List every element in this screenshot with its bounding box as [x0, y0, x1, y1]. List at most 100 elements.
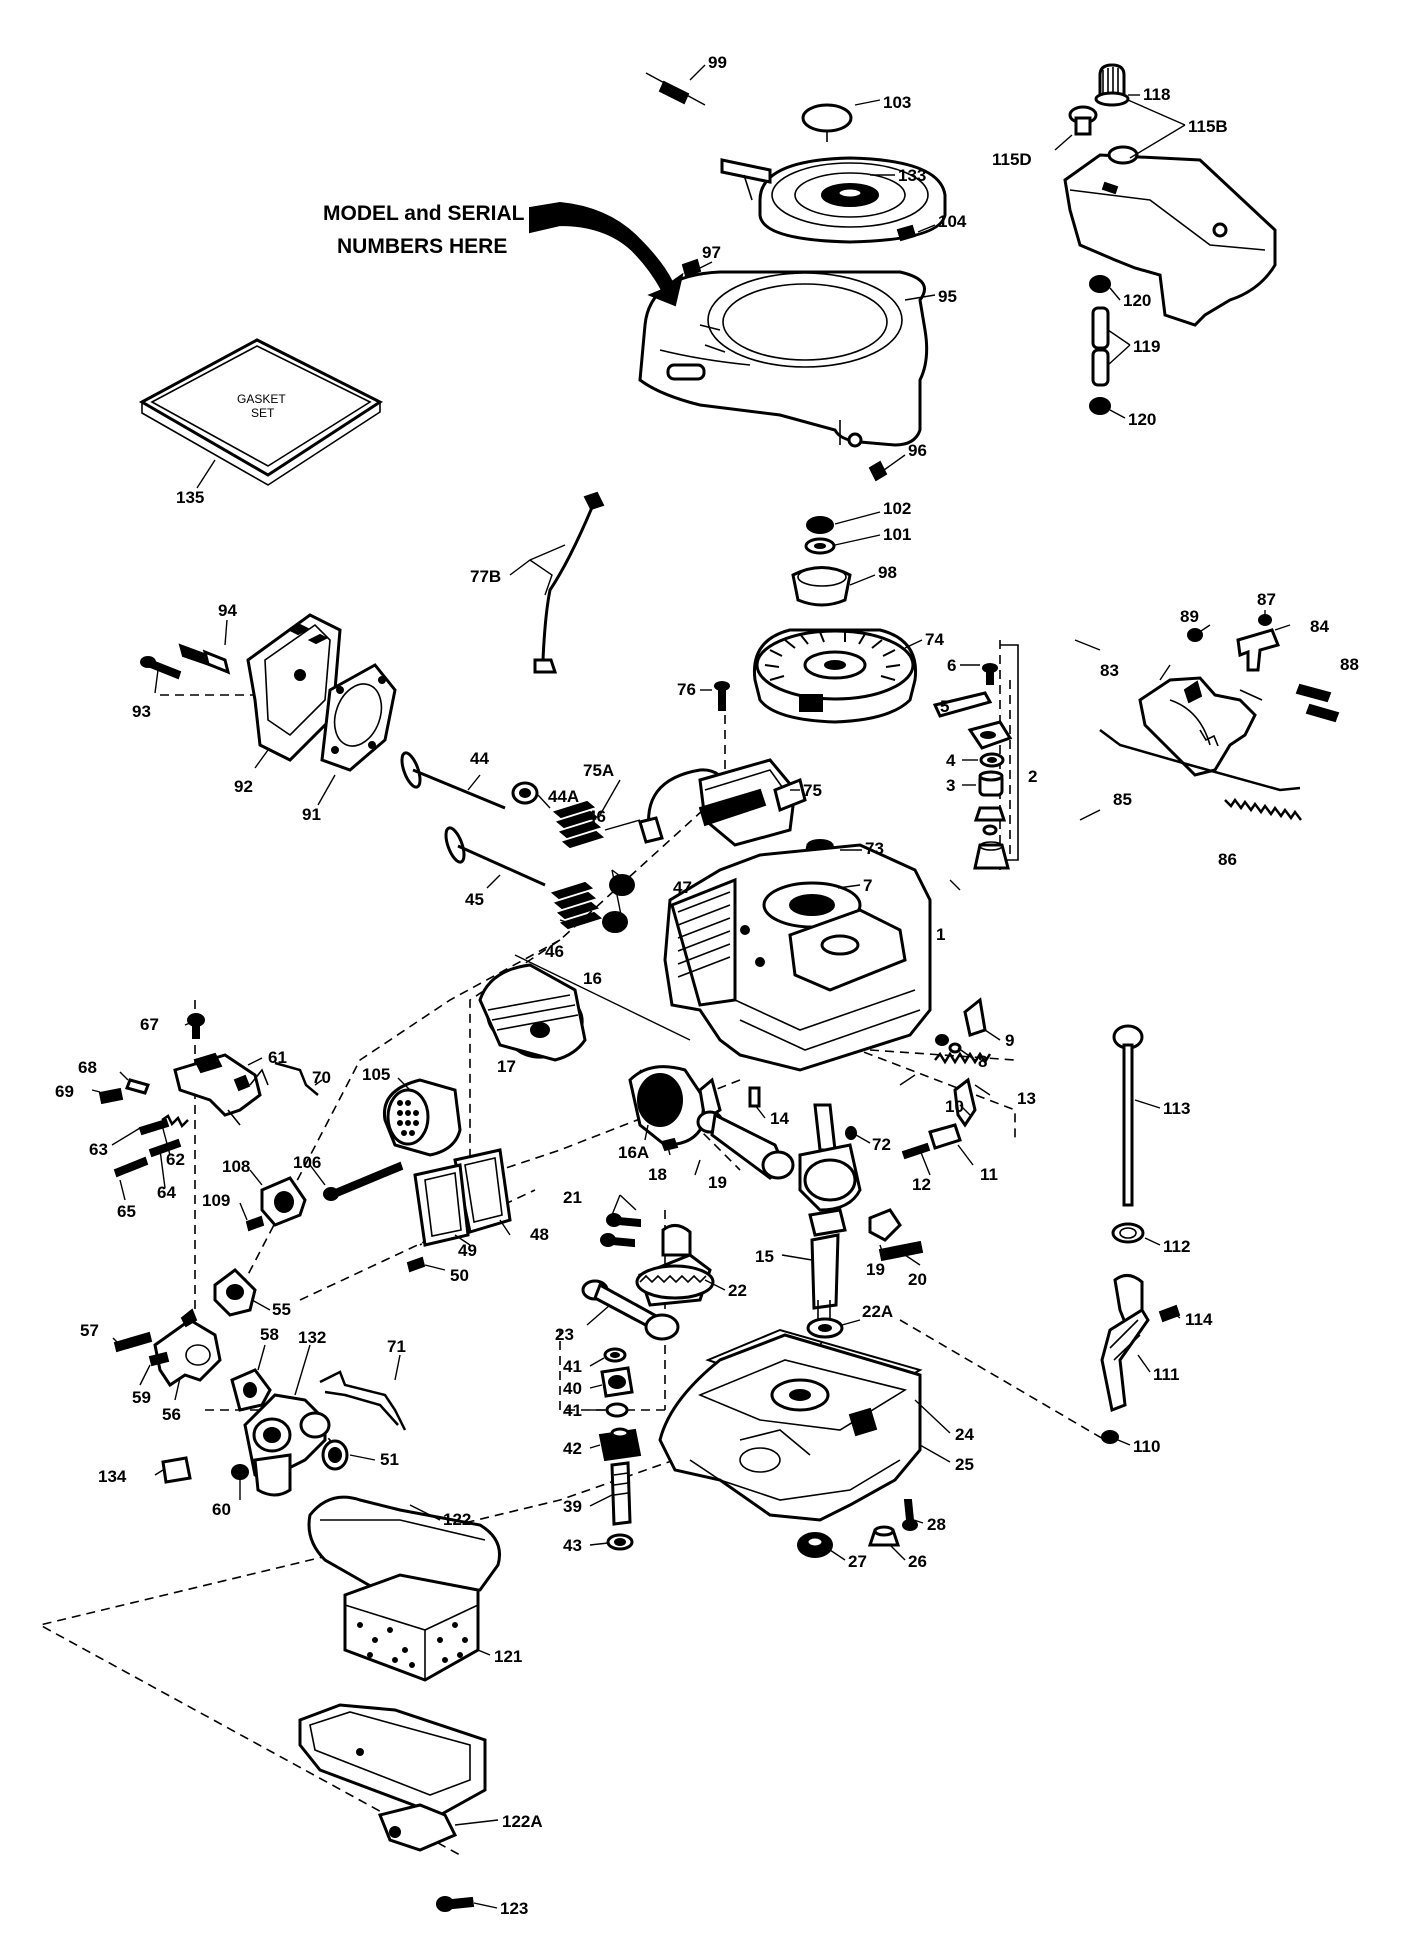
part-99-pin — [645, 72, 706, 106]
part-14-dowel — [748, 1086, 761, 1108]
callout-59: 59 — [132, 1388, 151, 1407]
callout-11: 11 — [980, 1165, 998, 1184]
callout-84: 84 — [1310, 617, 1329, 636]
callout-92: 92 — [234, 777, 253, 796]
part-85-link — [1099, 729, 1301, 792]
part-75-ignition-coil — [698, 758, 807, 847]
part-68-screw — [125, 1078, 150, 1095]
callout-1: 1 — [936, 925, 945, 944]
callout-114: 114 — [1185, 1310, 1213, 1329]
callout-50: 50 — [450, 1266, 469, 1285]
gasket-set-label-line1: GASKET — [237, 392, 286, 406]
part-94-spark-plug — [178, 643, 231, 675]
part-74-flywheel — [752, 628, 918, 724]
part-20-bolts — [878, 1240, 924, 1262]
callout-75: 75 — [803, 781, 822, 800]
callout-83: 83 — [1100, 661, 1119, 680]
part-123-screw — [436, 1896, 475, 1912]
part-103-cap — [801, 103, 853, 142]
part-51-gasket — [321, 1439, 349, 1471]
part-22A-washer — [806, 1317, 844, 1339]
part-15-crankshaft — [798, 1103, 862, 1320]
part-12-screw — [901, 1142, 931, 1160]
gasket-set-label-line2: SET — [251, 406, 275, 420]
callout-49: 49 — [458, 1241, 477, 1260]
part-45-exhaust-valve — [444, 826, 546, 887]
callout-119: 119 — [1133, 337, 1160, 356]
callout-41b: 41 — [563, 1401, 582, 1420]
part-42-gear — [598, 1427, 642, 1462]
part-113-dipstick — [1112, 1024, 1144, 1207]
callout-7: 7 — [863, 876, 872, 895]
part-27-seal — [797, 1532, 833, 1558]
callout-106: 106 — [293, 1153, 321, 1172]
part-18-pin — [660, 1137, 679, 1152]
part-69-screw — [98, 1087, 124, 1105]
callout-134: 134 — [98, 1467, 127, 1486]
callout-8: 8 — [978, 1052, 987, 1071]
part-8-washer — [935, 1034, 962, 1054]
callout-56: 56 — [162, 1405, 181, 1424]
part-119-tubes — [1091, 306, 1110, 387]
part-11-clamp — [928, 1123, 962, 1150]
part-23-camshaft — [581, 1279, 680, 1341]
callout-69: 69 — [55, 1082, 74, 1101]
callout-77B: 77B — [470, 567, 501, 586]
part-46-valve-spring-lower — [550, 881, 603, 930]
callout-122A: 122A — [502, 1812, 543, 1831]
callout-43: 43 — [563, 1536, 582, 1555]
callout-41: 41 — [563, 1357, 582, 1376]
part-43-washer — [606, 1533, 634, 1551]
part-106-bolt — [323, 1161, 404, 1201]
part-71-link — [319, 1370, 407, 1431]
callout-74: 74 — [925, 630, 944, 649]
part-95-blower-housing — [638, 270, 929, 448]
callout-118: 118 — [1143, 85, 1170, 104]
part-108-spacer — [260, 1176, 307, 1227]
callout-121: 121 — [494, 1647, 522, 1666]
callout-55: 55 — [272, 1300, 291, 1319]
callout-60: 60 — [212, 1500, 231, 1519]
part-58-gasket — [230, 1368, 272, 1412]
part-16A-piston-assembly — [628, 1065, 722, 1147]
callout-99: 99 — [708, 53, 727, 72]
part-3-sleeve — [978, 770, 1004, 797]
part-46-valve-spring-upper — [552, 800, 605, 849]
part-26-plug — [867, 1525, 901, 1547]
callout-85: 85 — [1113, 790, 1132, 809]
part-67-screw — [187, 1013, 205, 1039]
part-22-cam-gear — [635, 1224, 715, 1307]
callout-22: 22 — [728, 1281, 747, 1300]
callout-112: 112 — [1163, 1237, 1190, 1256]
callout-9: 9 — [1005, 1031, 1014, 1050]
part-112-oring — [1111, 1222, 1145, 1244]
part-50-screw — [406, 1256, 426, 1273]
callout-27: 27 — [848, 1552, 867, 1571]
part-44A-valve-seal — [511, 781, 539, 805]
callout-71: 71 — [387, 1337, 406, 1356]
callout-labels: 99 103 133 104 97 95 96 118 115B 115D 12… — [55, 53, 1359, 1918]
callout-26: 26 — [908, 1552, 927, 1571]
part-70-link — [274, 1061, 319, 1096]
part-10-lever — [953, 1077, 977, 1128]
callout-14: 14 — [770, 1109, 789, 1128]
callout-94: 94 — [218, 601, 237, 620]
part-6-screw — [982, 663, 998, 685]
callout-61: 61 — [268, 1048, 287, 1067]
part-109-screw — [245, 1215, 265, 1232]
callout-16A: 16A — [618, 1143, 649, 1162]
callout-40: 40 — [563, 1379, 582, 1398]
part-76-bolt — [714, 681, 730, 711]
callout-104: 104 — [938, 212, 967, 231]
callout-101: 101 — [883, 525, 911, 544]
part-132-carburetor — [243, 1393, 331, 1497]
callout-95: 95 — [938, 287, 957, 306]
part-19-rod-cap — [868, 1208, 902, 1242]
part-19-connecting-rod — [696, 1110, 795, 1180]
callout-17: 17 — [497, 1057, 516, 1076]
callout-47: 47 — [673, 878, 692, 897]
model-serial-notice-line1: MODEL and SERIAL — [323, 202, 525, 225]
callout-2: 2 — [1028, 767, 1037, 786]
callout-39: 39 — [563, 1497, 582, 1516]
part-49-gasket — [413, 1163, 470, 1247]
